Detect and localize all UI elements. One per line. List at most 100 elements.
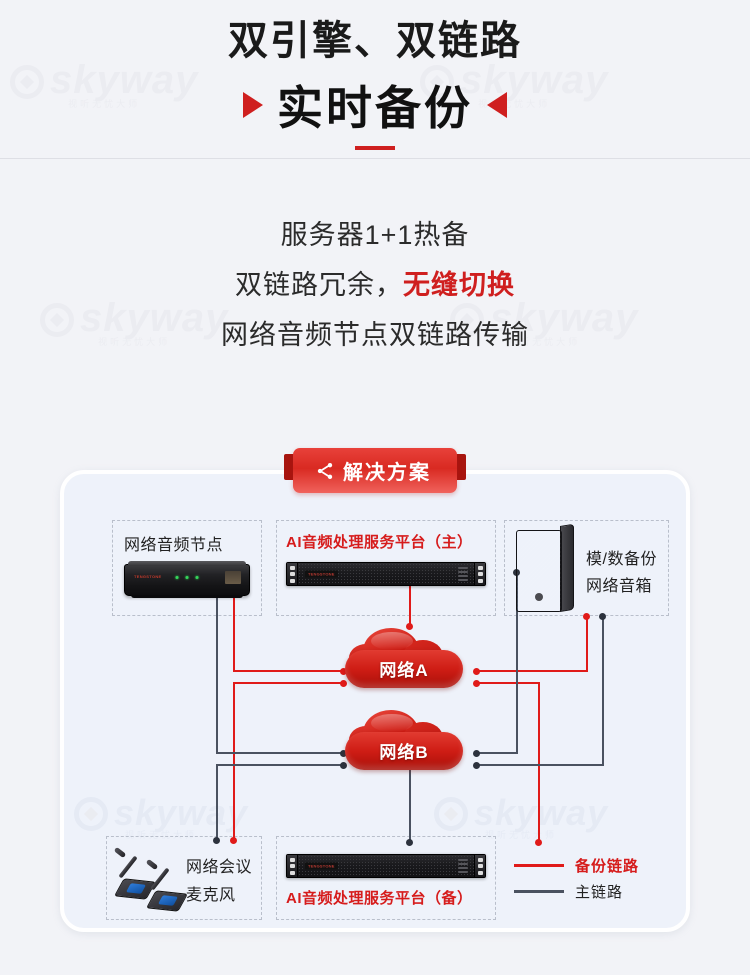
cloud-network-b: 网络B [345, 708, 463, 770]
link-dot-cloudA-right-lower [473, 680, 480, 687]
cloud-network-a-label: 网络A [379, 661, 429, 680]
link-dot-cloudB-left-upper [340, 750, 347, 757]
label-microphone-line1: 网络会议 [186, 859, 253, 876]
subtitle-line-1: 服务器1+1热备 [280, 220, 470, 250]
watermark-panel-left: skyway 视听无忧大师 [74, 792, 248, 841]
watermark-logo-icon [434, 797, 468, 831]
subtitle-line-3: 网络音频节点双链路传输 [221, 319, 529, 350]
cloud-network-b-label: 网络B [379, 743, 429, 762]
subtitle-line-2: 双链路冗余，无缝切换 [0, 261, 750, 311]
watermark-logo-icon [40, 303, 74, 337]
rack-brand-mark: TENGSTONE [305, 570, 338, 578]
link-backup-mic-to-cloudA-vertical [233, 682, 235, 840]
watermark-mid-right: skyway 视听无忧大师 [450, 296, 638, 348]
watermark-text: skyway [114, 792, 249, 833]
legend-swatch-backup [514, 863, 564, 867]
watermark-subtext: 视听无忧大师 [68, 99, 141, 109]
legend-label-backup: 备份链路 [575, 857, 640, 875]
device-right-panel [225, 571, 241, 584]
device-top-face [128, 561, 246, 566]
subtitle-line-2-plain: 双链路冗余， [235, 269, 403, 300]
watermark-text: skyway [490, 296, 639, 340]
rack-ear-right [474, 855, 485, 877]
rack-front-panel: TENGSTONE [298, 563, 474, 585]
label-main-platform: AI音频处理服务平台（主） [286, 534, 473, 551]
subtitle-line-2-emphasis: 无缝切换 [403, 269, 515, 300]
device-brand-mark: TENGSTONE [134, 574, 162, 579]
link-main-node-to-cloudB-vertical [216, 572, 218, 754]
label-microphone: 网络会议 麦克风 [186, 854, 252, 910]
rack-brand-mark: TENGSTONE [305, 862, 338, 870]
legend-swatch-main [514, 889, 564, 893]
link-dot-backupplatform-backup [535, 839, 542, 846]
cloud-base [345, 732, 463, 770]
link-dot-cloudB-right-lower [473, 762, 480, 769]
title-underline [355, 146, 395, 150]
label-network-audio-node: 网络音频节点 [124, 537, 224, 554]
link-dot-cloudA-left-upper [340, 668, 347, 675]
label-speaker-line1: 模/数备份 [586, 551, 657, 568]
group-box-network-node [112, 520, 262, 616]
link-dot-speaker-main [599, 613, 606, 620]
watermark-logo-icon [450, 303, 484, 337]
legend-item-main: 主链路 [514, 878, 639, 904]
network-audio-node-device: TENGSTONE [124, 561, 250, 598]
page-title-line2: 实时备份 [277, 82, 473, 134]
link-backup-cloudA-to-speaker-horizontal [476, 670, 588, 672]
cloud-highlight [371, 714, 413, 732]
watermark-subtext: 视听无忧大师 [125, 830, 198, 840]
legend-item-backup: 备份链路 [514, 852, 639, 878]
cloud-highlight [371, 632, 413, 650]
link-dot-cloudB-left-lower [340, 762, 347, 769]
microphone-arm-2 [150, 867, 170, 891]
watermark-text: skyway [460, 58, 609, 102]
page-title-line2-wrap: 实时备份 [0, 72, 750, 138]
cloud-network-a: 网络A [345, 626, 463, 688]
link-main-cloudB-to-mainplatform-horizontal [476, 752, 518, 754]
diagram-canvas: skyway 视听无忧大师 skyway 视听无忧大师 [64, 474, 686, 928]
link-main-cloudB-to-speaker-vertical [602, 616, 604, 766]
speaker-front-grille [516, 530, 562, 612]
link-dot-cloudA-right-upper [473, 668, 480, 675]
microphone-arm-1 [118, 855, 138, 879]
watermark-top-left: skyway 视听无忧大师 [10, 58, 198, 110]
network-speaker-device [516, 523, 576, 616]
watermark-top-right: skyway 视听无忧大师 [420, 58, 608, 110]
triangle-left-icon [487, 92, 507, 118]
label-speaker: 模/数备份 网络音箱 [586, 546, 657, 600]
watermark-logo-icon [10, 65, 44, 99]
watermark-subtext: 视听无忧大师 [98, 337, 171, 347]
watermark-text: skyway [80, 296, 229, 340]
link-dot-cloudA-left-lower [340, 680, 347, 687]
rack-ear-right [474, 563, 485, 585]
backup-platform-rack-device: TENGSTONE [286, 854, 486, 878]
triangle-right-icon [243, 92, 263, 118]
link-main-mic-to-cloudB-vertical [216, 764, 218, 840]
link-backup-cloudA-to-speaker-vertical [586, 616, 588, 672]
watermark-mid-left: skyway 视听无忧大师 [40, 296, 228, 348]
label-microphone-line2: 麦克风 [186, 887, 236, 904]
link-backup-node-to-cloudA-vertical [233, 572, 235, 672]
device-led-indicators [175, 576, 199, 579]
link-main-cloudB-to-mainplatform-vertical [516, 572, 518, 754]
link-backup-node-to-cloudA-horizontal [233, 670, 345, 672]
label-speaker-line2: 网络音箱 [586, 578, 653, 596]
watermark-text: skyway [474, 792, 609, 833]
solution-badge: 解决方案 [284, 448, 466, 493]
rack-ear-left [287, 855, 298, 877]
group-box-main-platform [276, 520, 496, 616]
group-box-backup-platform [276, 836, 496, 920]
rack-port-group [458, 859, 468, 873]
watermark-subtext: 视听无忧大师 [478, 99, 551, 109]
speaker-logo-icon [535, 593, 543, 601]
watermark-subtext: 视听无忧大师 [508, 337, 581, 347]
watermark-subtext: 视听无忧大师 [485, 830, 558, 840]
link-backup-cloudA-to-backupplatform-horizontal [476, 682, 540, 684]
cloud-base [345, 650, 463, 688]
rack-ear-left [287, 563, 298, 585]
page-header: 双引擎、双链路 实时备份 [0, 0, 750, 159]
link-dot-cloudA-top [406, 623, 413, 630]
link-main-mic-to-cloudB-horizontal [216, 764, 345, 766]
speaker-side-panel [560, 523, 574, 612]
rack-port-group [458, 567, 468, 581]
